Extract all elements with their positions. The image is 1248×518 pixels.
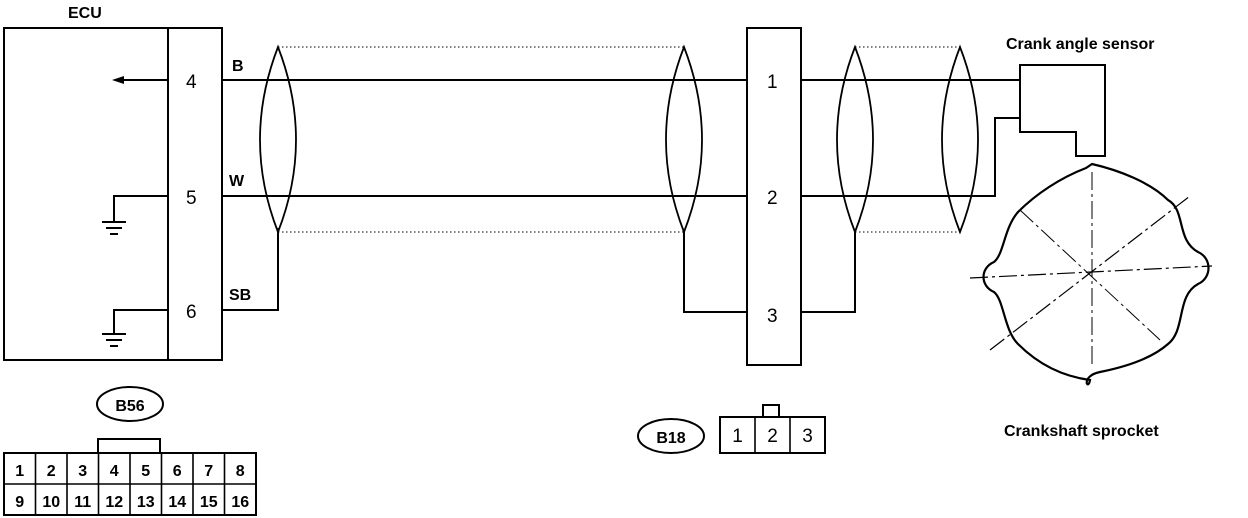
connector-pin-1: 1 (767, 72, 778, 93)
ecu-unit: ECU 4 5 6 (3, 5, 223, 361)
b56-pin-label: 13 (137, 494, 155, 511)
ecu-pin-6: 6 (186, 302, 197, 323)
b56-pin-label: 7 (204, 463, 213, 480)
b18-face-pin-2: 2 (767, 426, 778, 447)
connector-pin-3: 3 (767, 306, 778, 327)
intermediate-connector: 1 2 3 (746, 27, 802, 366)
ground-symbol-pin5 (102, 195, 168, 235)
crank-angle-sensor-label: Crank angle sensor (1006, 36, 1155, 53)
connector-b18-face: B18 1 2 3 (637, 404, 826, 454)
b56-pin-label: 9 (15, 494, 24, 511)
b56-pin-label: 15 (200, 494, 218, 511)
ecu-pin-4: 4 (186, 72, 197, 93)
b56-pin-label: 4 (110, 463, 119, 480)
shield-sensor-side (836, 44, 979, 235)
b56-pin-label: 5 (141, 463, 150, 480)
b56-pin-label: 8 (236, 463, 245, 480)
connector-b56-id: B56 (115, 398, 144, 415)
ecu-internal-input-arrow (112, 76, 168, 84)
crankshaft-sprocket: Crankshaft sprocket (969, 162, 1213, 440)
b56-pin-label: 12 (105, 494, 123, 511)
wire-color-w: W (229, 173, 245, 190)
b56-pin-label: 11 (74, 494, 91, 511)
b56-pin-label: 2 (47, 463, 56, 480)
b56-pin-label: 10 (42, 494, 60, 511)
crankshaft-sprocket-label: Crankshaft sprocket (1004, 423, 1159, 440)
b18-face-pin-1: 1 (732, 426, 743, 447)
shield-ecu-side (259, 44, 703, 235)
ecu-pin-5: 5 (186, 188, 197, 209)
connector-b18-id: B18 (656, 430, 685, 447)
b56-pin-label: 16 (231, 494, 249, 511)
crank-angle-sensor: Crank angle sensor (1006, 36, 1155, 157)
harness-wires-ecu-to-b18 (222, 79, 747, 313)
wire-color-sb: SB (229, 287, 251, 304)
harness-wires-b18-to-sensor (801, 79, 1020, 313)
ground-symbol-pin6 (102, 309, 168, 347)
b18-face-pin-3: 3 (802, 426, 813, 447)
connector-pin-2: 2 (767, 188, 778, 209)
b56-pin-label: 1 (15, 463, 24, 480)
b56-pin-label: 6 (173, 463, 182, 480)
wire-color-b: B (232, 58, 244, 75)
b56-pin-label: 14 (168, 494, 186, 511)
ecu-label: ECU (68, 5, 102, 22)
b56-pin-label: 3 (78, 463, 87, 480)
